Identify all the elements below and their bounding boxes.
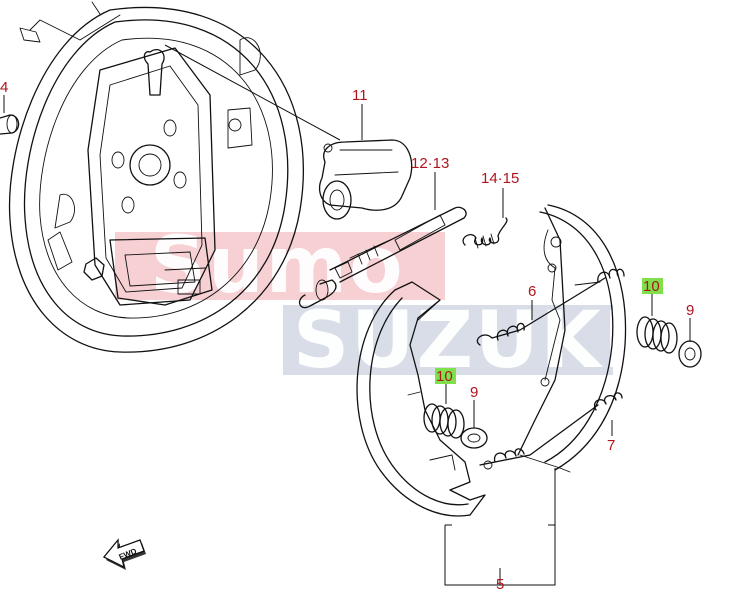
- spring-part-6: [476, 268, 625, 346]
- spring-part-7: [479, 392, 623, 470]
- retainer-cup-left: [460, 400, 488, 449]
- spring-part-14-15: [462, 188, 508, 249]
- callout-9-left: 9: [470, 384, 478, 401]
- brake-shoe-left: [356, 281, 486, 517]
- wheel-cylinder-part-11: [164, 44, 413, 220]
- backing-plate: [8, 1, 304, 353]
- callout-14-15: 14·15: [481, 170, 519, 187]
- watermark-line2: SUZUKI: [293, 296, 634, 386]
- fwd-direction-arrow: FWD: [103, 538, 146, 570]
- shoe-assembly-bracket: [444, 468, 556, 586]
- hold-down-spring-left: [423, 384, 465, 439]
- callout-4: 4: [0, 79, 8, 96]
- hold-down-spring-right: [636, 294, 678, 354]
- callout-11: 11: [352, 87, 368, 104]
- highlight-10-left: [435, 368, 456, 384]
- brake-shoe-right: [517, 204, 627, 473]
- watermark: Sumo SUZUKI: [115, 221, 634, 386]
- callout-10-right: 10: [643, 278, 660, 295]
- callout-7: 7: [607, 437, 615, 454]
- highlight-10-right: [642, 278, 663, 294]
- adjuster-part-12-13: [298, 172, 467, 309]
- callout-9-right: 9: [686, 302, 694, 319]
- callout-10-left: 10: [436, 368, 453, 385]
- callouts: 4 11 12·13 14·15 6 10 9 10 9 7 5: [0, 79, 694, 593]
- retainer-cup-right: [678, 318, 702, 368]
- callout-12-13: 12·13: [411, 155, 449, 172]
- callout-6: 6: [528, 283, 536, 300]
- bolt-part-4: [0, 95, 20, 135]
- callout-5: 5: [496, 576, 504, 593]
